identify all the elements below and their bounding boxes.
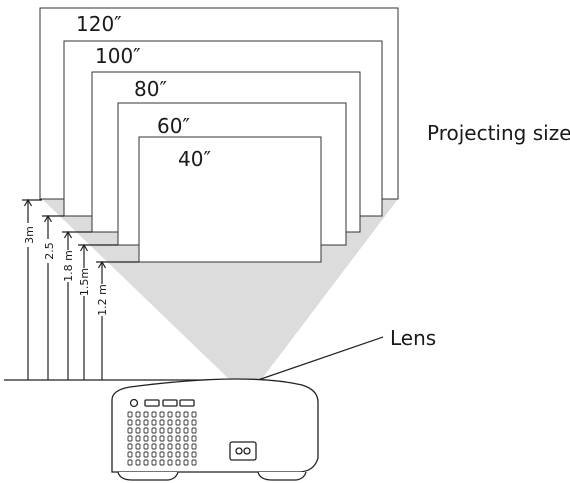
distance-2.5-label: 2.5 [43, 242, 56, 260]
vent-slot [135, 459, 141, 466]
vent-slot [175, 443, 181, 450]
vent-slot [191, 435, 197, 442]
vent-slot [183, 459, 189, 466]
lens-pointer-line [257, 336, 384, 381]
vent-slot [167, 427, 173, 434]
vent-slot [175, 435, 181, 442]
screen-100-label: 100″ [95, 44, 141, 68]
distance-3m-label: 3m [23, 226, 36, 244]
vent-slot [183, 443, 189, 450]
vent-slot [135, 443, 141, 450]
vent-slot [143, 435, 149, 442]
vent-slot [135, 419, 141, 426]
vent-slot [159, 459, 165, 466]
vent-slot [183, 427, 189, 434]
screen-120-label: 120″ [76, 12, 122, 36]
usb-port-icon [144, 399, 160, 407]
vent-slot [127, 443, 133, 450]
vent-slot [191, 443, 197, 450]
vent-slot [159, 443, 165, 450]
vent-slot [191, 411, 197, 418]
vent-slot [143, 411, 149, 418]
vent-slot [159, 411, 165, 418]
screen-40 [138, 136, 322, 263]
vent-slot [151, 443, 157, 450]
vent-slot [143, 427, 149, 434]
power-socket-icon [229, 441, 257, 461]
vent-slot [175, 459, 181, 466]
vent-slot [135, 451, 141, 458]
power-button-icon [129, 398, 139, 408]
vent-slot [151, 451, 157, 458]
hdmi-port-1-icon [162, 399, 178, 407]
vent-slot [151, 411, 157, 418]
vent-slot [127, 451, 133, 458]
vent-slot [167, 435, 173, 442]
vent-slot [127, 427, 133, 434]
vent-slot [191, 427, 197, 434]
vent-slot [159, 427, 165, 434]
vent-slot [151, 419, 157, 426]
vent-slot [127, 459, 133, 466]
vent-slot [127, 435, 133, 442]
lens-caption: Lens [390, 326, 436, 350]
vent-slot [151, 459, 157, 466]
vent-slot [143, 443, 149, 450]
vent-slot [143, 459, 149, 466]
vent-slot [167, 419, 173, 426]
vent-slot [183, 451, 189, 458]
vent-slot [191, 419, 197, 426]
vent-slot [159, 419, 165, 426]
screen-80-label: 80″ [134, 77, 167, 101]
distance-1.8m-label: 1.8 m [62, 250, 75, 282]
vent-slot [135, 435, 141, 442]
vent-slot [167, 459, 173, 466]
vent-grille [127, 411, 197, 466]
screen-60-label: 60″ [157, 114, 190, 138]
vent-slot [159, 451, 165, 458]
vent-slot [143, 419, 149, 426]
vent-slot [167, 451, 173, 458]
distance-1.5m-label: 1.5m [78, 268, 91, 296]
vent-slot [183, 411, 189, 418]
vent-slot [127, 411, 133, 418]
vent-slot [167, 443, 173, 450]
vent-slot [191, 459, 197, 466]
vent-slot [183, 435, 189, 442]
vent-slot [127, 419, 133, 426]
vent-slot [151, 427, 157, 434]
vent-slot [175, 427, 181, 434]
vent-slot [135, 411, 141, 418]
hdmi-port-2-icon [179, 399, 195, 407]
distance-1.2m-label: 1.2 m [96, 284, 109, 316]
vent-slot [159, 435, 165, 442]
vent-slot [175, 419, 181, 426]
screen-40-label: 40″ [178, 147, 211, 171]
vent-slot [151, 435, 157, 442]
vent-slot [191, 451, 197, 458]
vent-slot [183, 419, 189, 426]
vent-slot [175, 411, 181, 418]
projector-illustration [111, 378, 319, 481]
projecting-size-caption: Projecting size [427, 121, 570, 145]
vent-slot [143, 451, 149, 458]
vent-slot [135, 427, 141, 434]
vent-slot [175, 451, 181, 458]
projector-body [111, 378, 319, 473]
vent-slot [167, 411, 173, 418]
